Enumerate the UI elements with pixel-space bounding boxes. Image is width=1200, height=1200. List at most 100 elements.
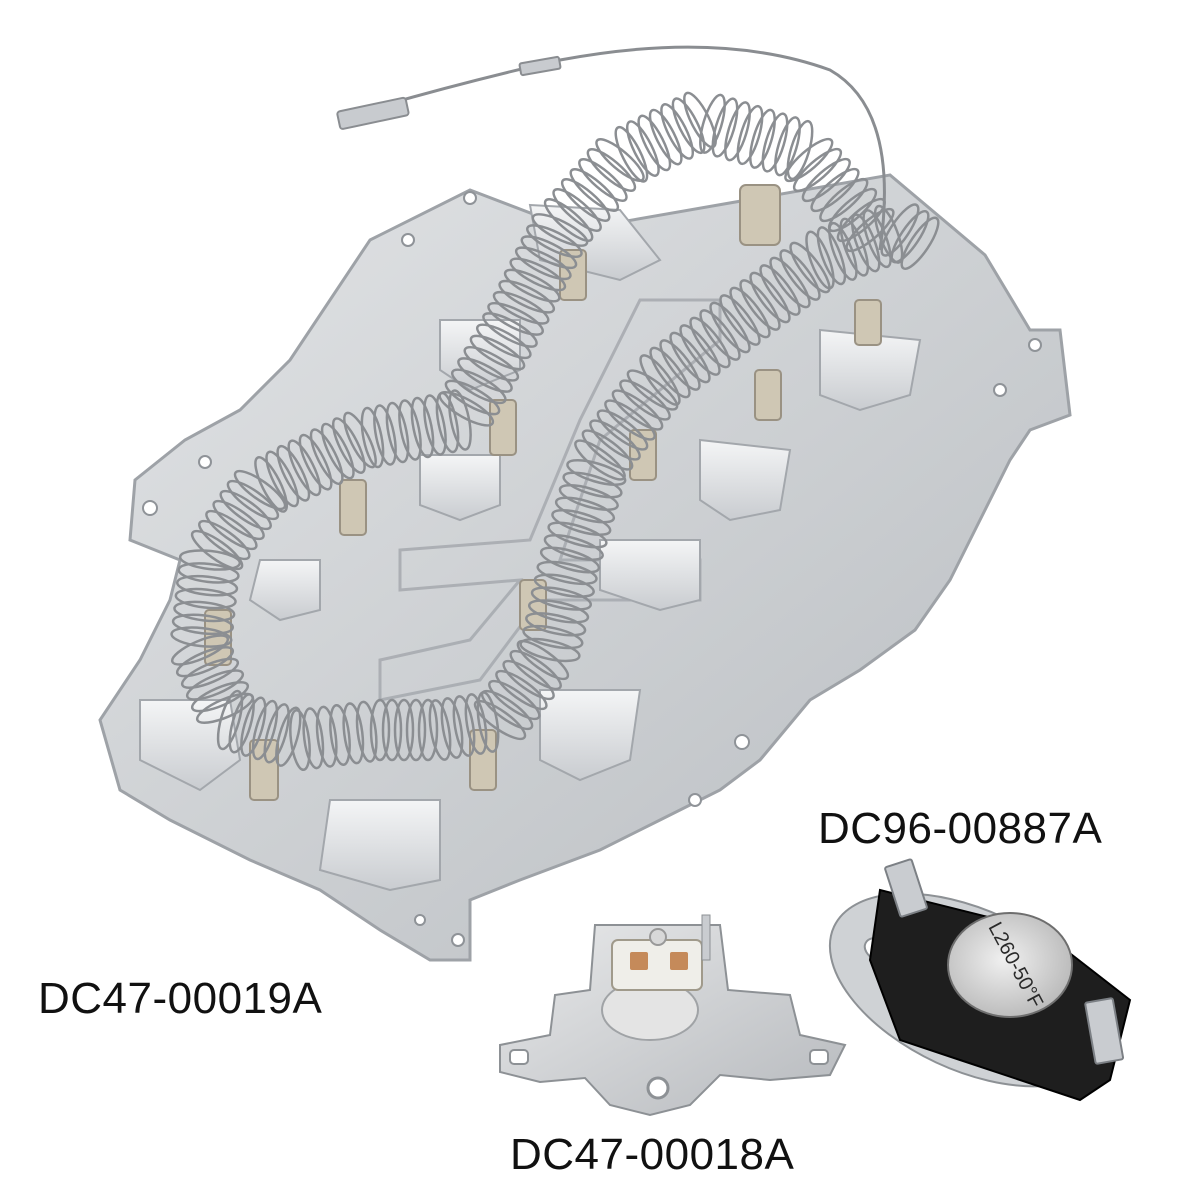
coil-loop <box>900 216 940 271</box>
coil-loop <box>302 707 325 770</box>
coil-loop <box>649 346 691 399</box>
coil-loop <box>552 188 602 232</box>
coil-loop <box>671 97 706 155</box>
coil-loop <box>463 345 520 382</box>
coil-loop <box>519 637 581 663</box>
coil-loop <box>176 574 239 597</box>
coil-loop <box>177 562 240 584</box>
coil-loop <box>185 669 245 701</box>
coil-loop <box>779 249 821 301</box>
coil-loop <box>329 703 351 767</box>
coil-loop <box>315 705 338 768</box>
coil-loop <box>520 235 578 270</box>
coil-loop <box>435 391 460 454</box>
fuse-ceramic-block <box>611 939 703 991</box>
coil-loop <box>342 702 365 765</box>
coil-loop <box>492 290 550 325</box>
coil-loop <box>509 649 562 691</box>
coil-loop <box>498 279 556 314</box>
coil-loop <box>581 429 634 471</box>
thermostat-cap <box>947 912 1073 1018</box>
coil-loop <box>516 639 570 681</box>
coil-loop <box>417 698 439 762</box>
thermostat-terminal-bottom <box>1084 997 1125 1065</box>
coil-loop <box>749 108 776 169</box>
coil-loop <box>769 256 811 309</box>
coil-loop <box>789 241 831 294</box>
coil-loop <box>265 450 300 508</box>
coil-loop <box>626 369 679 411</box>
coil-loop <box>275 706 302 767</box>
coil-loop <box>554 496 616 524</box>
coil-loop <box>729 286 771 339</box>
coil-loop <box>254 456 289 513</box>
coil-loop <box>536 560 598 586</box>
coil-loop <box>526 224 583 259</box>
coil-loop <box>522 624 584 650</box>
coil-loop <box>699 309 741 361</box>
coil-loop <box>683 91 717 149</box>
coil-loop <box>514 246 572 281</box>
coil-loop <box>450 368 507 405</box>
coil-loop <box>309 428 344 486</box>
coil-loop <box>369 698 391 762</box>
coil-loop <box>212 499 265 541</box>
coil-loop <box>373 404 397 466</box>
coil-loop <box>226 479 280 521</box>
coil-loop <box>423 394 447 456</box>
coil-loop <box>355 700 378 763</box>
coil-loop <box>482 312 538 348</box>
coil-loop <box>190 681 250 713</box>
coil-loop <box>457 357 513 393</box>
coil-loop <box>560 178 611 222</box>
coil-loop <box>595 138 645 182</box>
coil-loop <box>562 471 623 499</box>
coil-loop <box>473 699 527 741</box>
coil-loop <box>784 137 834 183</box>
coil-loop <box>525 612 587 637</box>
coil-loop <box>574 439 626 481</box>
coil-loop <box>669 331 711 384</box>
coil-loop <box>180 657 240 689</box>
thermal-fuse <box>499 914 847 1117</box>
coil-loop <box>509 257 567 292</box>
coil-loop <box>689 316 731 369</box>
coil-loop <box>298 433 333 491</box>
coil-loop <box>786 119 814 181</box>
coil-loop <box>170 626 233 648</box>
coil-loop <box>816 226 847 286</box>
coil-loop <box>452 695 476 757</box>
coil-loop <box>566 459 627 486</box>
coil-loop <box>890 209 930 264</box>
coil-loop <box>531 213 589 247</box>
coil-loop <box>495 669 548 711</box>
thermostat-part-number: DC96-00887A <box>818 804 1103 853</box>
heater-element <box>98 45 1072 962</box>
coil-loop <box>850 213 881 273</box>
coil-loop <box>263 703 290 764</box>
thermostat: L260-50°F <box>828 858 1132 1102</box>
fuse-rivet <box>646 1076 670 1100</box>
coil-loop <box>240 696 267 757</box>
coil-loop <box>873 204 904 264</box>
coil-loop <box>659 339 701 391</box>
coil-loop <box>175 646 235 678</box>
coil-loop <box>289 708 311 772</box>
coil-loop <box>589 419 641 461</box>
coil-loop <box>709 301 751 354</box>
coil-loop <box>880 203 920 257</box>
thermal-fuse-part-number: DC47-00018A <box>510 1130 795 1179</box>
coil-loop <box>637 114 672 172</box>
coil-loop <box>233 469 287 511</box>
coil-loop <box>648 108 683 166</box>
coil-loop <box>749 271 791 324</box>
coil-loop <box>736 104 764 166</box>
coil-loop <box>551 509 612 536</box>
coil-loop <box>276 444 311 502</box>
coil-loop <box>625 120 660 177</box>
coil-loop <box>385 401 410 464</box>
coil-loop <box>586 148 637 192</box>
coil-loop <box>539 546 601 574</box>
coil-loop <box>810 167 860 213</box>
coil-loop <box>724 101 751 162</box>
